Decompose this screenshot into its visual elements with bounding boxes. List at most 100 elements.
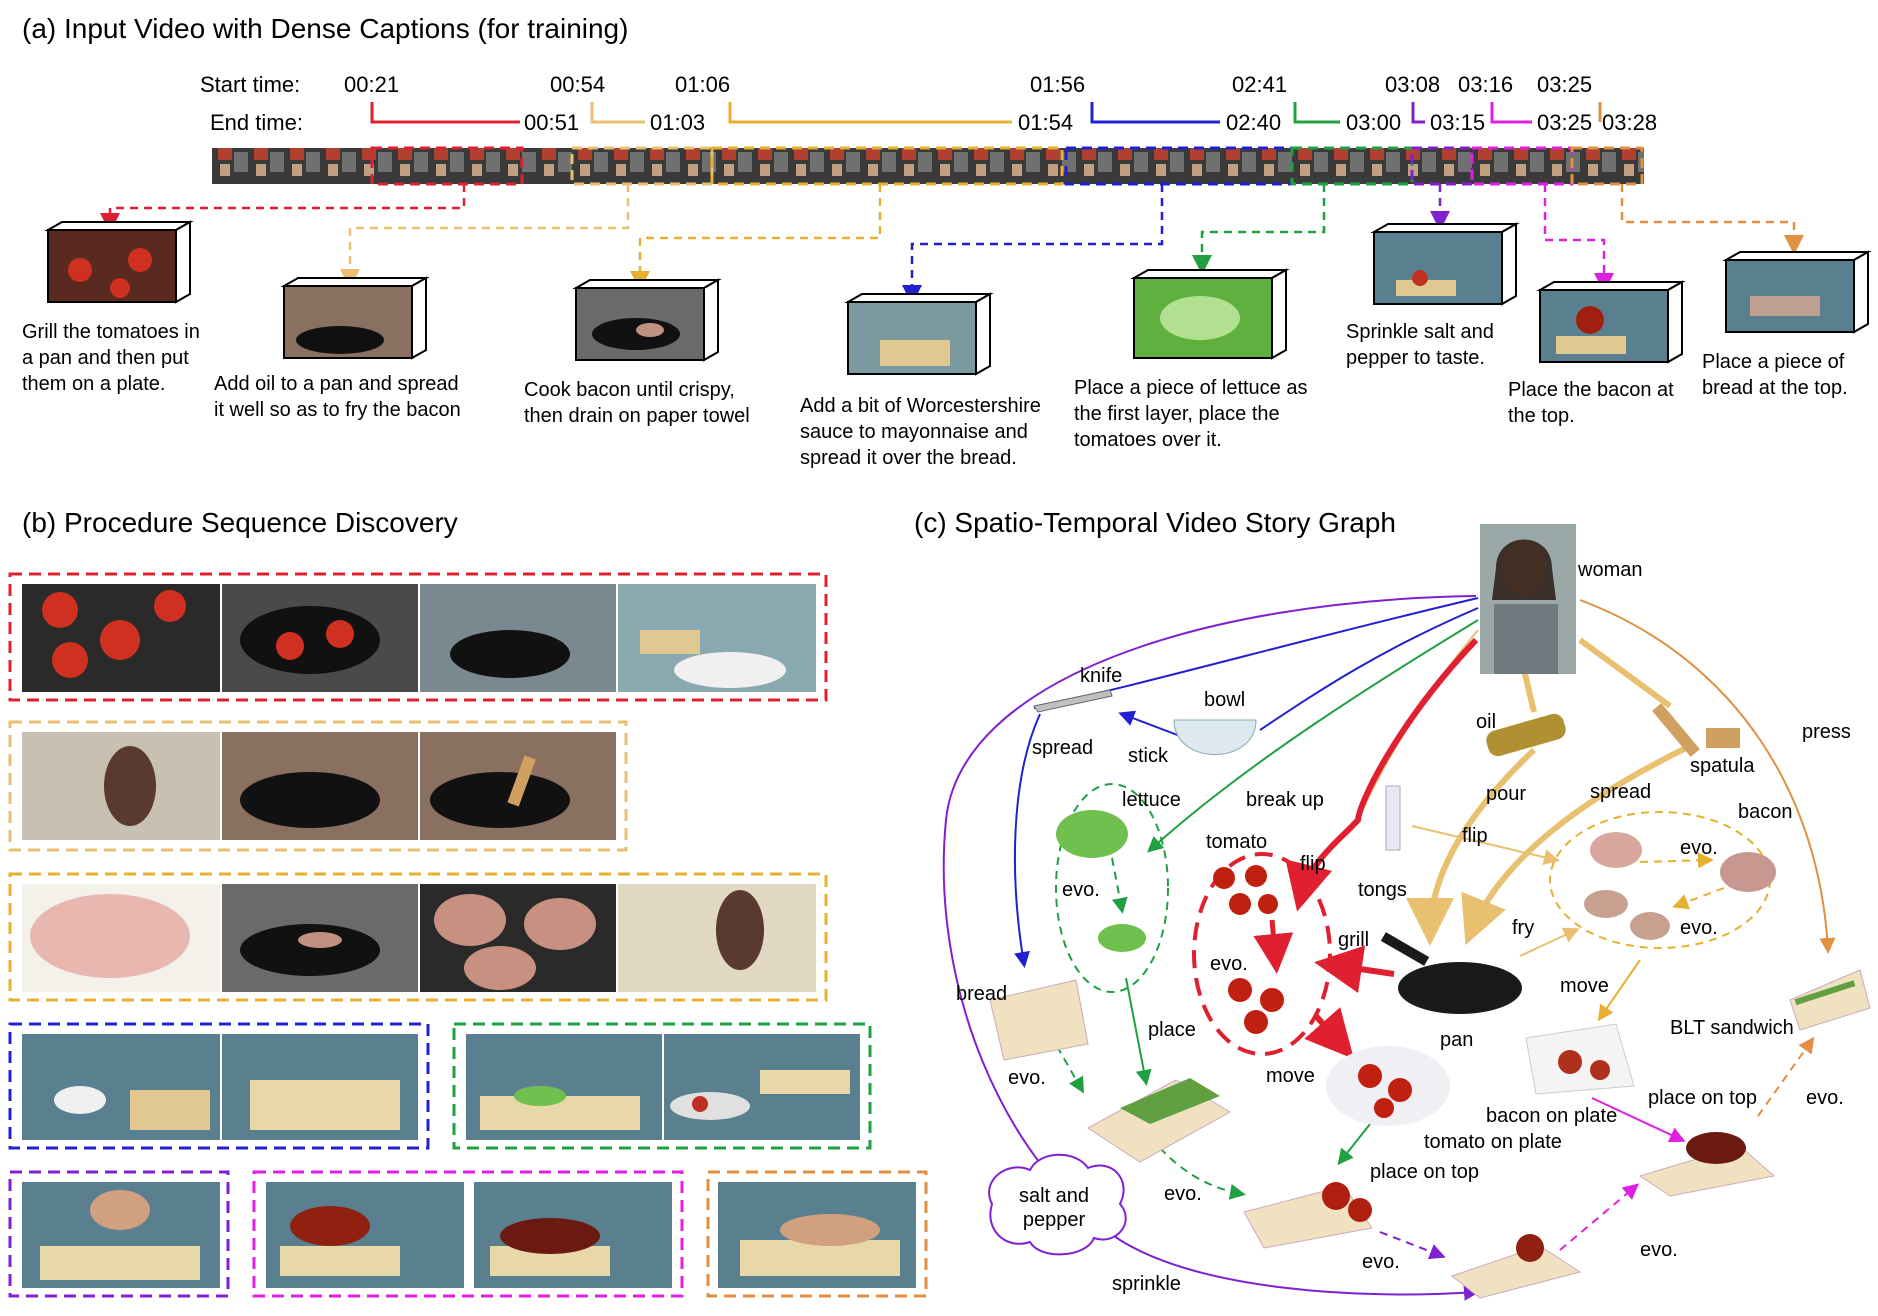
edge-label-sprinkle: sprinkle (1112, 1273, 1181, 1295)
bowl-node (1173, 719, 1257, 755)
segment-orange (1570, 146, 1644, 186)
edge-tomato-plate (1304, 1007, 1354, 1059)
start-times: 00:21 00:54 01:06 01:56 02:41 03:08 03:1… (344, 72, 1592, 97)
lettuce-node (1056, 810, 1146, 952)
edge-baconplate-sandwich (1591, 1097, 1686, 1143)
node-label-bacon: bacon (1738, 801, 1793, 823)
edge-label-spread: spread (1590, 781, 1651, 803)
sandwich-salted-node (1450, 1234, 1582, 1299)
tomato-node (1213, 865, 1284, 1034)
graph-edge-labels: press spread stick break up pour spread … (1008, 721, 1851, 1295)
edge-label-spread: spread (1032, 737, 1093, 759)
segment-yellow (570, 146, 714, 186)
start-time: 03:25 (1537, 72, 1592, 97)
bacon-node (1584, 832, 1776, 940)
edge-label-move: move (1560, 975, 1609, 997)
connector-green (1192, 184, 1326, 275)
edge-label-flip: flip (1462, 825, 1488, 847)
sandwich-lettuce-node (1087, 1078, 1232, 1163)
start-time: 03:16 (1458, 72, 1513, 97)
node-label-bread: bread (956, 983, 1007, 1005)
time-brackets (370, 102, 1602, 124)
start-time: 02:41 (1232, 72, 1287, 97)
edge-woman-lettuce (1147, 619, 1479, 853)
evo-bacon2 (1672, 887, 1725, 910)
bread-node (989, 979, 1089, 1061)
evo-lettuce (1111, 857, 1128, 914)
evo-sandwich-orange (1757, 1036, 1815, 1117)
bracket-magenta (1490, 102, 1532, 124)
woman-node (1480, 524, 1576, 674)
end-time: 01:54 (1018, 110, 1073, 135)
start-time: 01:06 (675, 72, 730, 97)
node-label-spatula: spatula (1690, 755, 1755, 777)
section-a-title: (a) Input Video with Dense Captions (for… (22, 13, 628, 44)
evo-bacon1 (1639, 852, 1714, 869)
edge-woman-sprinkle (942, 595, 1480, 1301)
edge-label-evo: evo. (1640, 1239, 1678, 1261)
edge-bacon-plate (1597, 959, 1641, 1022)
caption: Cook bacon until crispy,then drain on pa… (524, 379, 750, 427)
edge-label-evo: evo. (1008, 1067, 1046, 1089)
connector-orange (1620, 184, 1804, 255)
clip-thumbnail (1370, 222, 1520, 306)
end-time: 01:03 (650, 110, 705, 135)
segment-orange-yellow (710, 146, 1064, 186)
evo-sandwich-magenta (1559, 1183, 1640, 1251)
end-time: 03:25 (1537, 110, 1592, 135)
graph-node-images (988, 524, 1871, 1299)
caption-connectors (100, 184, 1804, 305)
bracket-orange-yellow (728, 102, 1012, 124)
edge-label-pour: pour (1486, 783, 1526, 805)
edge-pan-bacon (1519, 927, 1580, 957)
connector-magenta (1543, 184, 1614, 293)
edge-label-place: place (1148, 1019, 1196, 1041)
bracket-red (370, 102, 520, 124)
edge-woman-spatula (1578, 637, 1672, 709)
procedure-blue (8, 1022, 430, 1150)
graph-node-labels: woman knife bowl oil spatula lettuce tom… (956, 559, 1794, 1231)
edge-knife-bread (1013, 713, 1041, 968)
clip-thumbnail (1536, 280, 1686, 364)
clip-thumbnail (280, 276, 430, 360)
edge-label-grill: grill (1338, 929, 1369, 951)
end-time: 02:40 (1226, 110, 1281, 135)
node-label-lettuce: lettuce (1122, 789, 1181, 811)
tomato-plate-node (1326, 1046, 1450, 1126)
segment-red (370, 146, 524, 186)
edge-woman-press (1579, 599, 1836, 954)
edge-spatula-pan (1461, 743, 1692, 946)
segment-green (1290, 146, 1414, 186)
node-label-tomato-plate: tomato on plate (1424, 1131, 1562, 1153)
segment-boxes (370, 146, 1644, 186)
spatula-node (1652, 703, 1740, 757)
pan-node (1380, 932, 1522, 1014)
clip-thumbnail (572, 278, 722, 362)
edge-label-evo: evo. (1806, 1087, 1844, 1109)
tongs-node (1385, 785, 1401, 851)
lettuce-group (1055, 783, 1169, 993)
end-time: 00:51 (524, 110, 579, 135)
clip-thumbnail (1722, 250, 1872, 334)
edge-tomatoplate-sandwich (1337, 1123, 1371, 1166)
bracket-yellow (590, 102, 645, 124)
edge-woman-tomato-red (1285, 637, 1479, 912)
edge-label-evo: evo. (1680, 837, 1718, 859)
edge-label-fry: fry (1512, 917, 1534, 939)
procedure-orange-yellow (8, 872, 828, 1002)
edge-label-evo: evo. (1062, 879, 1100, 901)
evo-bread-lettuce (1159, 1147, 1246, 1200)
edge-label-break-up: break up (1246, 789, 1324, 811)
end-time: 03:00 (1346, 110, 1401, 135)
node-label-oil: oil (1476, 711, 1496, 733)
connector-yellow (340, 184, 630, 289)
connector-orange-yellow (630, 184, 882, 291)
node-label-woman: woman (1577, 559, 1642, 581)
bracket-green (1293, 102, 1340, 124)
